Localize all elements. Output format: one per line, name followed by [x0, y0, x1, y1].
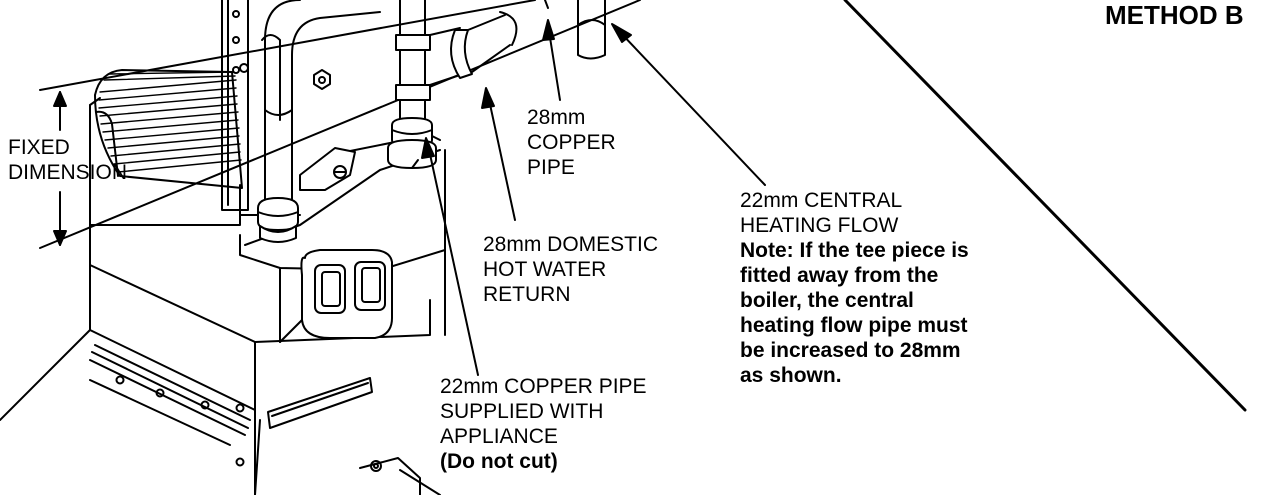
- label-line: RETURN: [483, 283, 571, 306]
- leader-hot-water-return: [487, 94, 516, 221]
- label-line: APPLIANCE: [440, 425, 558, 448]
- method-title: METHOD B: [1105, 0, 1244, 30]
- note-line: Note: If the tee piece is: [740, 239, 969, 262]
- domestic-hot-water-return-label: 28mm DOMESTIC HOT WATER RETURN: [483, 232, 658, 307]
- arrow-head: [611, 23, 632, 43]
- label-line: FIXED: [8, 136, 70, 159]
- note-line: boiler, the central: [740, 289, 914, 312]
- arrow-head: [542, 19, 555, 41]
- leader-central-heating: [617, 29, 766, 186]
- note-line: as shown.: [740, 364, 842, 387]
- label-line: PIPE: [527, 156, 575, 179]
- central-heating-flow-label: 22mm CENTRAL HEATING FLOW Note: If the t…: [740, 188, 969, 388]
- arrow-head: [421, 137, 435, 159]
- label-line: 22mm CENTRAL: [740, 189, 903, 212]
- fixed-dimension-lines: [39, 0, 641, 249]
- copper-pipe-22-label: 22mm COPPER PIPE SUPPLIED WITH APPLIANCE…: [440, 374, 647, 474]
- fixed-dimension-label: FIXED DIMENSION: [8, 135, 127, 185]
- corrugated-flue: [94, 69, 243, 189]
- label-line: 28mm DOMESTIC: [483, 233, 659, 256]
- wall-bracket: [221, 0, 331, 211]
- leader-lines: [421, 19, 766, 376]
- label-line: HOT WATER: [483, 258, 607, 281]
- pipe-left-bent: [257, 0, 381, 243]
- label-line: DIMENSION: [8, 161, 128, 184]
- label-line: HEATING FLOW: [740, 214, 899, 237]
- leader-copper-pipe-22: [427, 144, 479, 376]
- label-line: COPPER: [527, 131, 616, 154]
- note-line: fitted away from the: [740, 264, 939, 287]
- pipe-28mm-top: [544, 0, 606, 60]
- arrow-head: [481, 87, 495, 109]
- copper-pipe-28-label: 28mm COPPER PIPE: [527, 105, 616, 180]
- boiler-body: [0, 149, 446, 495]
- note-line: heating flow pipe must: [740, 314, 968, 337]
- section-line: [843, 0, 1247, 412]
- note-line: be increased to 28mm: [740, 339, 961, 362]
- label-line: 28mm: [527, 106, 586, 129]
- pipe-center-tee: [387, 0, 518, 169]
- label-line: SUPPLIED WITH: [440, 400, 604, 423]
- do-not-cut-note: (Do not cut): [440, 450, 558, 473]
- label-line: 22mm COPPER PIPE: [440, 375, 647, 398]
